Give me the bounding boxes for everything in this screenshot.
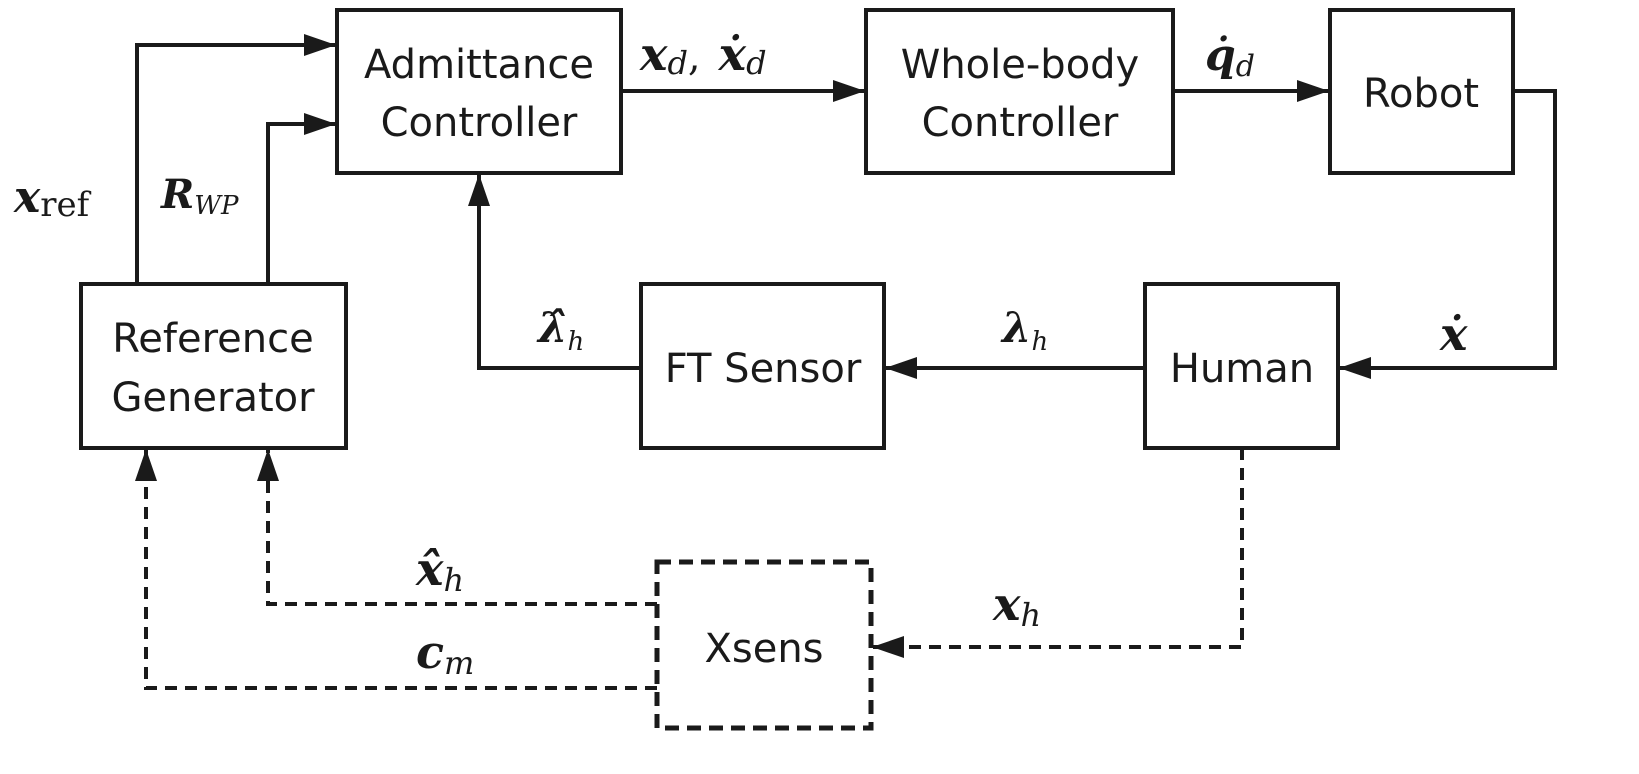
- ft-sensor-block: FT Sensor: [639, 282, 886, 450]
- r-wp-base: R: [160, 171, 194, 218]
- admittance-controller-line2: Controller: [381, 100, 578, 146]
- x-hat-h-base: x̂: [415, 542, 444, 596]
- qdot-d-sub: d: [1236, 49, 1255, 84]
- x-ref-sub: ref: [40, 185, 91, 225]
- r-wp-sub: WP: [194, 191, 239, 221]
- xd-base: x: [639, 27, 668, 81]
- qdot-d-base: q̇: [1205, 30, 1236, 81]
- whole-body-controller-block: Whole-body Controller: [864, 8, 1175, 175]
- lambda-hat-h-sub: h: [567, 327, 584, 357]
- x-h-base: x: [992, 577, 1021, 631]
- r-wp-label: RWP: [160, 171, 239, 221]
- x-ref-base: x: [13, 172, 41, 223]
- xdot-label: ẋ: [1439, 307, 1468, 361]
- lambda-h-label: λh: [1000, 303, 1048, 357]
- c-m-label: cm: [416, 625, 474, 682]
- xsens-block: Xsens: [654, 559, 874, 731]
- robot-block: Robot: [1328, 8, 1515, 175]
- xdotd-sub: d: [746, 44, 766, 82]
- x-ref-wire: [135, 34, 336, 284]
- whole-body-controller-line1: Whole-body: [901, 42, 1139, 88]
- xd-sub: d: [667, 44, 687, 82]
- lambda-h-sub: h: [1031, 327, 1048, 357]
- whole-body-controller-line2: Controller: [922, 100, 1119, 146]
- c-m-sub: m: [444, 644, 474, 682]
- x-h-label: xh: [992, 577, 1041, 634]
- lambda-hat-h-label: λ̂h: [536, 303, 584, 357]
- c-m-base: c: [416, 625, 444, 679]
- r-wp-wire: [266, 113, 336, 284]
- x-ref-label: xref: [13, 172, 92, 225]
- xd-xdotd-label: xd,ẋd: [639, 27, 767, 82]
- lambda-hat-h-wire: [468, 174, 641, 370]
- human-label: Human: [1170, 346, 1314, 392]
- c-m-wire: [135, 449, 657, 690]
- lambda-h-base: λ: [1000, 303, 1031, 352]
- x-hat-h-sub: h: [443, 561, 464, 599]
- ft-sensor-label: FT Sensor: [665, 346, 862, 392]
- x-h-wire: [872, 448, 1244, 658]
- xdot-wire: [1339, 89, 1557, 379]
- robot-label: Robot: [1363, 71, 1479, 117]
- admittance-controller-block: Admittance Controller: [335, 8, 623, 175]
- lambda-hat-h-base: λ̂: [536, 303, 567, 352]
- xsens-label: Xsens: [704, 626, 823, 672]
- xd-separator: ,: [688, 34, 701, 80]
- admittance-controller-line1: Admittance: [364, 42, 594, 88]
- reference-generator-line1: Reference: [112, 316, 313, 362]
- human-block: Human: [1143, 282, 1340, 450]
- reference-generator-line2: Generator: [111, 375, 315, 421]
- x-hat-h-label: x̂h: [415, 542, 464, 599]
- x-hat-h-wire: [257, 449, 657, 606]
- x-h-sub: h: [1020, 596, 1041, 634]
- xdotd-base: ẋ: [718, 27, 747, 81]
- xdot-base: ẋ: [1439, 307, 1468, 361]
- reference-generator-block: Reference Generator: [79, 282, 348, 450]
- qdot-d-label: q̇d: [1205, 30, 1255, 84]
